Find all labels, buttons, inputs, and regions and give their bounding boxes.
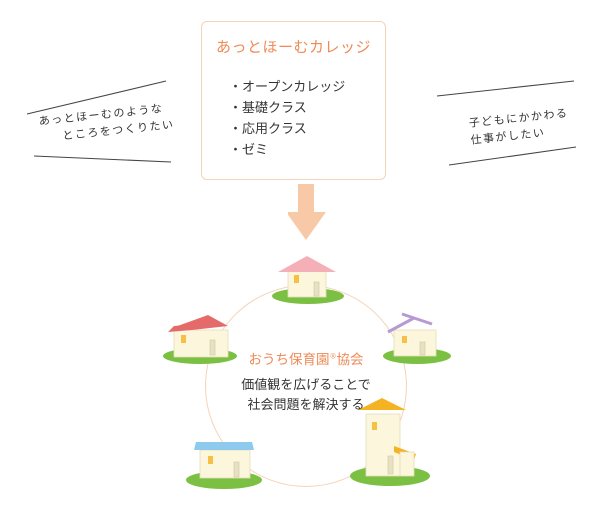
down-arrow-shape xyxy=(288,184,326,240)
left-note-bottom-line xyxy=(33,155,172,163)
house-pink-icon xyxy=(272,256,344,304)
mission-line-1: 価値観を広げることで xyxy=(241,378,371,393)
right-note-top-line xyxy=(436,80,575,97)
registered-mark: ® xyxy=(329,352,337,361)
program-item: オープンカレッジ xyxy=(229,77,345,98)
association-name-part-2: 協会 xyxy=(336,352,364,368)
left-note-top-line xyxy=(26,80,167,115)
down-arrow-icon xyxy=(288,184,326,240)
program-item: 応用クラス xyxy=(229,119,345,140)
program-item: 基礎クラス xyxy=(229,98,345,119)
house-blue-icon xyxy=(186,442,262,489)
house-red-icon xyxy=(163,315,237,364)
association-name: おうち保育園®協会 xyxy=(205,348,407,368)
association-name-part-1: おうち保育園 xyxy=(248,352,330,368)
right-note-bottom-line xyxy=(448,146,577,166)
college-box: あっとほーむカレッジ オープンカレッジ 基礎クラス 応用クラス ゼミ xyxy=(201,21,386,180)
house-purple-icon xyxy=(383,312,451,364)
college-program-list: オープンカレッジ 基礎クラス 応用クラス ゼミ xyxy=(229,77,345,161)
association-mission: 価値観を広げることで 社会問題を解決する xyxy=(205,376,407,416)
mission-line-2: 社会問題を解決する xyxy=(247,398,365,413)
program-item: ゼミ xyxy=(229,140,345,161)
college-title: あっとほーむカレッジ xyxy=(215,38,371,56)
house-yellow-icon xyxy=(350,398,430,486)
